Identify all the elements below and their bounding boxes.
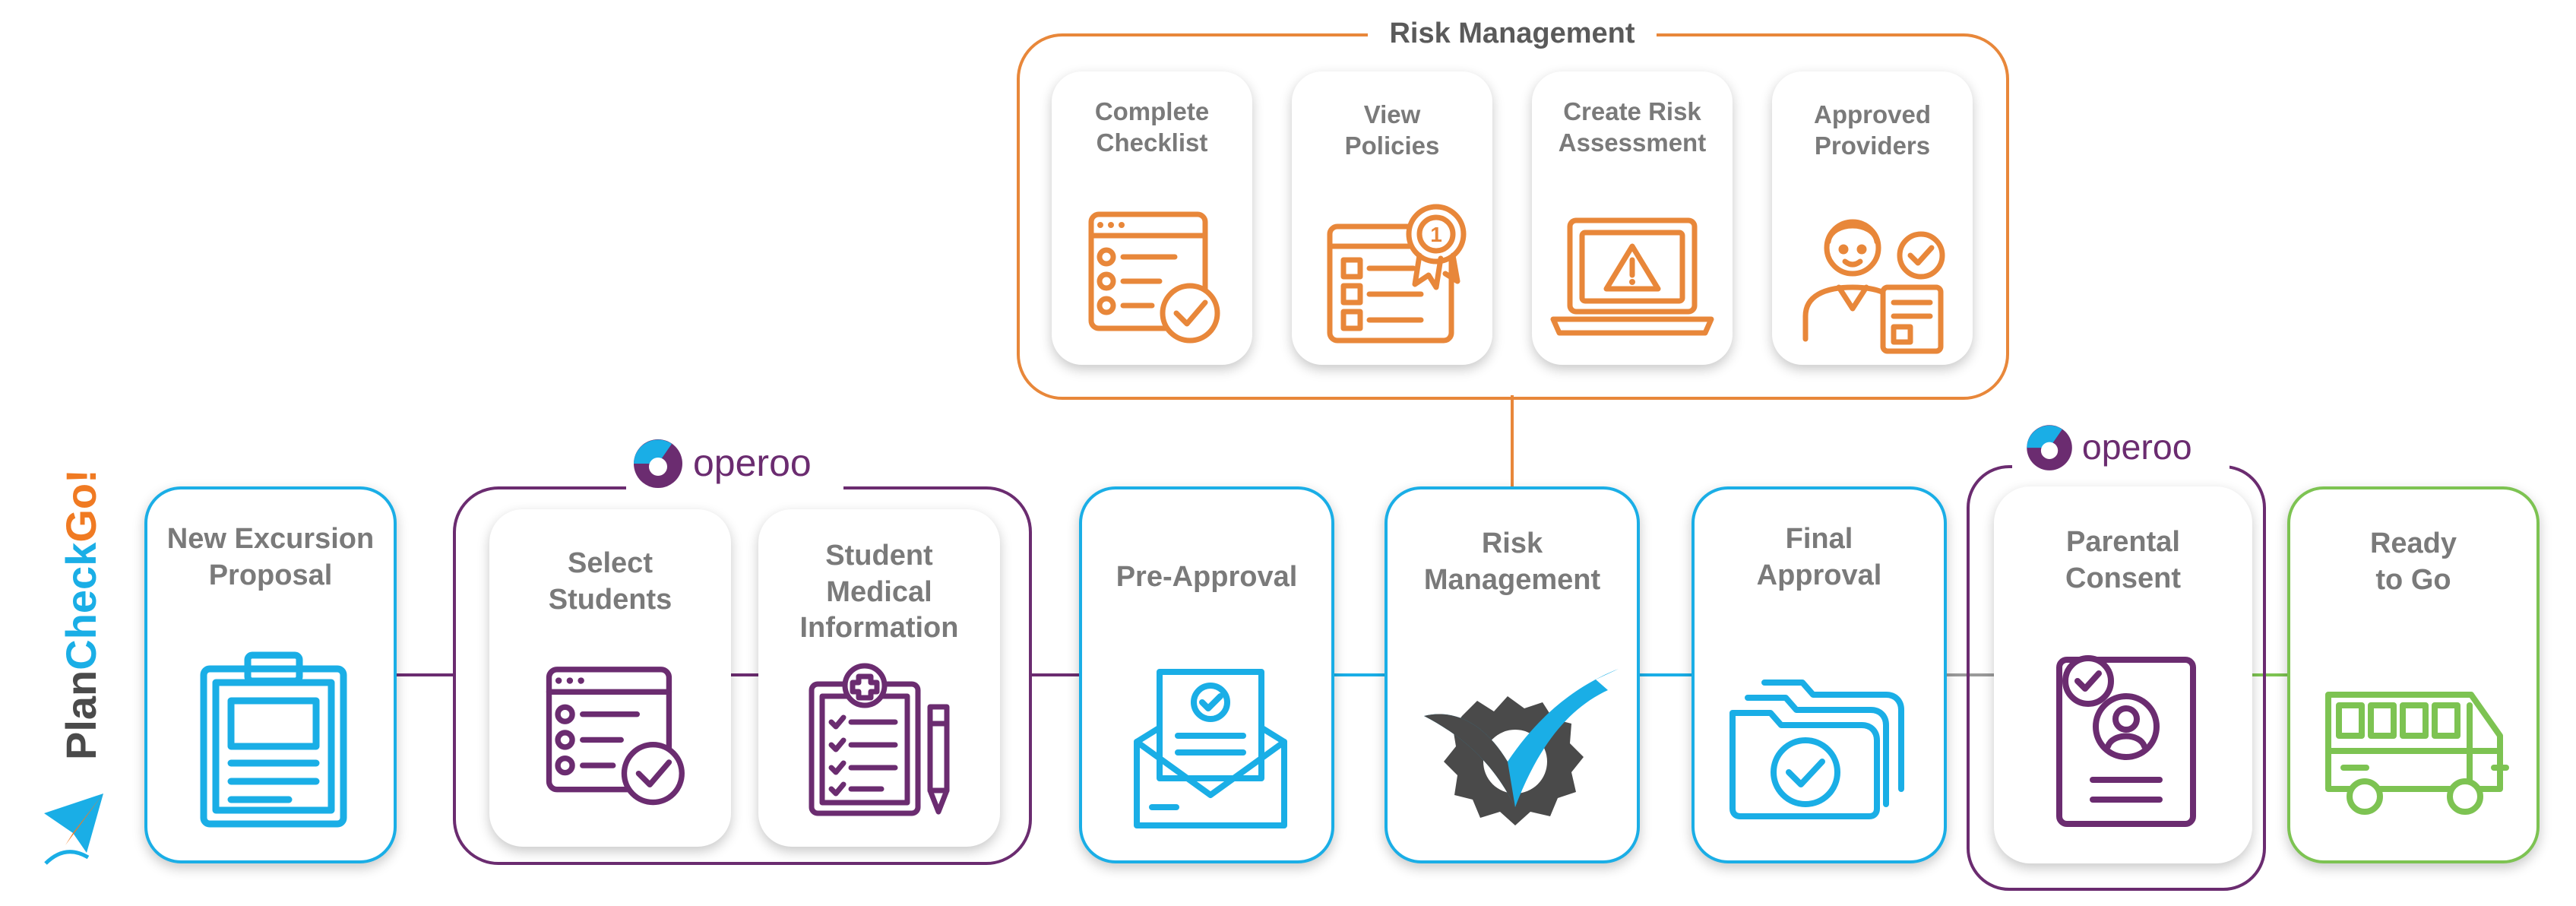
step-label: Parental Consent: [2065, 526, 2181, 594]
card-label: Approved Providers: [1813, 100, 1931, 160]
logo-go: Go!: [57, 471, 105, 543]
checklist-icon: [546, 667, 685, 806]
step-label: Select Students: [548, 547, 672, 616]
folder-check-icon: [1729, 680, 1904, 819]
operoo-text: operoo: [693, 442, 812, 484]
card-label: Create Risk Assessment: [1558, 97, 1707, 157]
plancheckgo-logo: PlanCheckGo!: [43, 469, 111, 866]
step-label: Student Medical Information: [799, 540, 959, 644]
svg-text:PlanCheckGo!: PlanCheckGo!: [57, 471, 105, 760]
card-view-policies[interactable]: View Policies 1: [1292, 71, 1492, 365]
card-approved-providers[interactable]: Approved Providers: [1772, 71, 1973, 365]
step-select-students[interactable]: Select Students: [489, 509, 731, 847]
checklist-icon: [1088, 211, 1220, 344]
step-final-approval[interactable]: Final Approval: [1691, 486, 1947, 863]
step-student-medical-information[interactable]: Student Medical Information: [758, 509, 1000, 847]
clipboard-icon: [200, 651, 347, 828]
step-ready-to-go[interactable]: Ready to Go: [2287, 486, 2540, 863]
risk-group-title: Risk Management: [1368, 12, 1657, 55]
policy-award-icon: 1: [1327, 204, 1467, 344]
envelope-check-icon: [1134, 669, 1287, 828]
card-create-risk-assessment[interactable]: Create Risk Assessment: [1532, 71, 1733, 365]
step-label: Ready to Go: [2369, 527, 2457, 596]
laptop-warning-icon: [1550, 217, 1714, 336]
card-label: Complete Checklist: [1094, 97, 1210, 157]
step-new-excursion-proposal[interactable]: New Excursion Proposal: [144, 486, 397, 863]
step-risk-management[interactable]: Risk Management: [1385, 486, 1640, 863]
operoo-logo: operoo: [626, 432, 843, 497]
medical-clipboard-icon: [809, 663, 950, 816]
gear-check-icon: [1424, 669, 1619, 825]
step-pre-approval[interactable]: Pre-Approval: [1079, 486, 1334, 863]
provider-person-icon: [1802, 219, 1945, 354]
step-label: Risk Management: [1423, 527, 1601, 596]
step-label: Pre-Approval: [1116, 561, 1298, 593]
logo-plan: Plan: [57, 670, 105, 760]
svg-text:1: 1: [1430, 223, 1442, 246]
step-parental-consent[interactable]: Parental Consent: [1994, 486, 2252, 863]
bus-icon: [2325, 692, 2509, 815]
step-label: New Excursion Proposal: [166, 523, 375, 591]
step-label: Final Approval: [1756, 523, 1882, 591]
operoo-logo: operoo: [2012, 418, 2229, 479]
consent-form-icon: [2056, 655, 2196, 827]
card-complete-checklist[interactable]: Complete Checklist: [1052, 71, 1252, 365]
logo-plane-icon: [44, 794, 103, 865]
operoo-text: operoo: [2082, 427, 2192, 467]
logo-check: Check: [57, 542, 105, 670]
card-label: View Policies: [1344, 100, 1440, 160]
